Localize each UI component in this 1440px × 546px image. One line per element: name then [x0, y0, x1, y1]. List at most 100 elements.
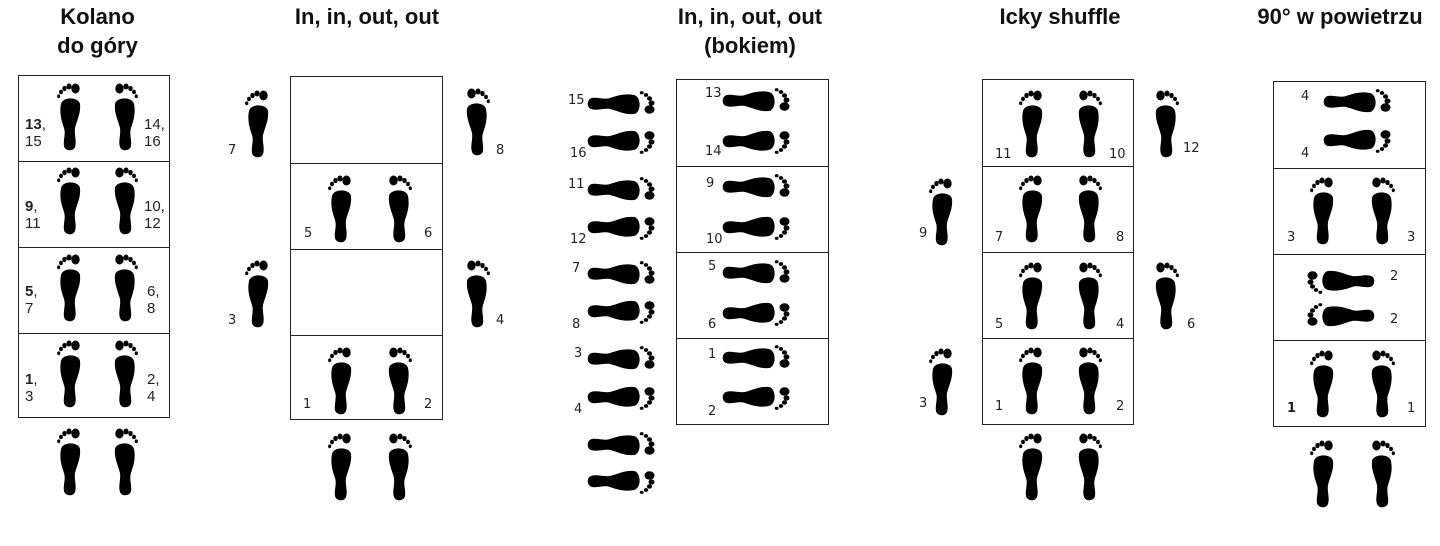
step-label: 2 — [1390, 312, 1399, 327]
footprint-icon — [111, 80, 139, 152]
footprint-icon — [1322, 88, 1394, 116]
footprint-icon — [928, 175, 956, 247]
title-in-out-side: In, in, out, out (bokiem) — [677, 4, 823, 58]
ladder-cell — [290, 163, 443, 250]
step-label: 1 — [995, 399, 1004, 414]
footprint-icon — [1152, 259, 1180, 331]
footprint-icon — [111, 425, 139, 497]
step-label: 3 — [1407, 230, 1416, 245]
step-label-rest: , 11 — [25, 198, 41, 232]
footprint-icon — [586, 383, 658, 411]
footprint-icon — [463, 257, 491, 329]
step-label: 2, 4 — [147, 371, 160, 405]
footprint-icon — [327, 344, 355, 416]
step-label: 2 — [1390, 269, 1399, 284]
footprint-icon — [385, 430, 413, 502]
step-label: 4 — [496, 313, 505, 328]
footprint-icon — [244, 87, 272, 159]
step-label: 3 — [574, 346, 583, 361]
title-icky-shuffle: Icky shuffle — [999, 4, 1121, 29]
step-label-bold: 1 — [25, 371, 34, 388]
footprint-icon — [1309, 174, 1337, 246]
footprint-icon — [1368, 347, 1396, 419]
step-label: 5 — [995, 317, 1004, 332]
step-label: 8 — [1116, 230, 1125, 245]
step-label: 3 — [228, 313, 237, 328]
ladder-cell — [290, 249, 443, 336]
footprint-icon — [1152, 87, 1180, 159]
step-label: 2 — [708, 404, 717, 419]
footprint-icon — [586, 176, 658, 204]
footprint-icon — [1075, 430, 1103, 502]
ladder-cell — [982, 166, 1134, 253]
footprint-icon — [56, 425, 84, 497]
footprint-icon — [586, 213, 658, 241]
footprint-icon — [586, 297, 658, 325]
footprint-icon — [56, 337, 84, 409]
footprint-icon — [1075, 172, 1103, 244]
step-label: 12 — [1183, 141, 1200, 156]
footprint-icon — [1018, 87, 1046, 159]
step-label-rest: , 3 — [25, 371, 38, 405]
ladder-cell — [1273, 254, 1426, 341]
footprint-icon — [1018, 259, 1046, 331]
footprint-icon — [721, 344, 793, 372]
footprint-icon — [463, 85, 491, 157]
step-label: 14 — [705, 144, 722, 159]
footprint-icon — [1322, 126, 1394, 154]
title-in-out: In, in, out, out — [294, 4, 440, 29]
step-label: 11 — [995, 147, 1012, 162]
step-label: 15 — [568, 93, 585, 108]
step-label-bold: 5 — [25, 283, 34, 300]
step-label-bold: 13 — [25, 116, 42, 133]
step-label: 8 — [496, 143, 505, 158]
step-label-rest: , 7 — [25, 283, 38, 317]
footprint-icon — [721, 173, 793, 201]
step-label: 6, 8 — [147, 283, 160, 317]
ladder-cell — [18, 75, 170, 162]
footprint-icon — [1309, 347, 1337, 419]
footprint-icon — [385, 344, 413, 416]
step-label: 4 — [574, 402, 583, 417]
step-label: 14, 16 — [144, 116, 165, 150]
footprint-icon — [721, 87, 793, 115]
footprint-icon — [586, 90, 658, 118]
footprint-icon — [1018, 344, 1046, 416]
step-label: 4 — [1301, 89, 1310, 104]
footprint-icon — [1018, 172, 1046, 244]
step-label: 10, 12 — [144, 198, 165, 232]
footprint-icon — [56, 251, 84, 323]
step-label: 6 — [1187, 317, 1196, 332]
footprint-icon — [327, 172, 355, 244]
step-label: 4 — [1301, 146, 1310, 161]
step-label: 2 — [424, 397, 433, 412]
step-label: 5, 7 — [25, 283, 38, 317]
step-label: 7 — [572, 261, 581, 276]
footprint-icon — [111, 164, 139, 236]
footprint-icon — [327, 430, 355, 502]
footprint-icon — [1304, 302, 1376, 330]
step-label: 5 — [304, 226, 313, 241]
step-label: 3 — [919, 396, 928, 411]
step-label: 1, 3 — [25, 371, 38, 405]
footprint-icon — [586, 345, 658, 373]
step-label: 5 — [708, 259, 717, 274]
step-label-bold: 9 — [25, 198, 34, 215]
step-label: 4 — [1116, 317, 1125, 332]
step-label: 9 — [706, 176, 715, 191]
step-label: 13, 15 — [25, 116, 46, 150]
step-label: 1 — [303, 397, 312, 412]
step-label: 7 — [228, 143, 237, 158]
step-label: 6 — [424, 226, 433, 241]
footprint-icon — [721, 383, 793, 411]
step-label: 6 — [708, 317, 717, 332]
ladder-cell — [982, 252, 1134, 339]
footprint-icon — [56, 80, 84, 152]
step-label: 1 — [1287, 401, 1297, 416]
footprint-icon — [586, 431, 658, 459]
title-90-deg: 90° w powietrzu — [1257, 4, 1423, 29]
step-label: 9, 11 — [25, 198, 41, 232]
footprint-icon — [586, 467, 658, 495]
footprint-icon — [721, 299, 793, 327]
ladder-cell — [982, 79, 1134, 167]
